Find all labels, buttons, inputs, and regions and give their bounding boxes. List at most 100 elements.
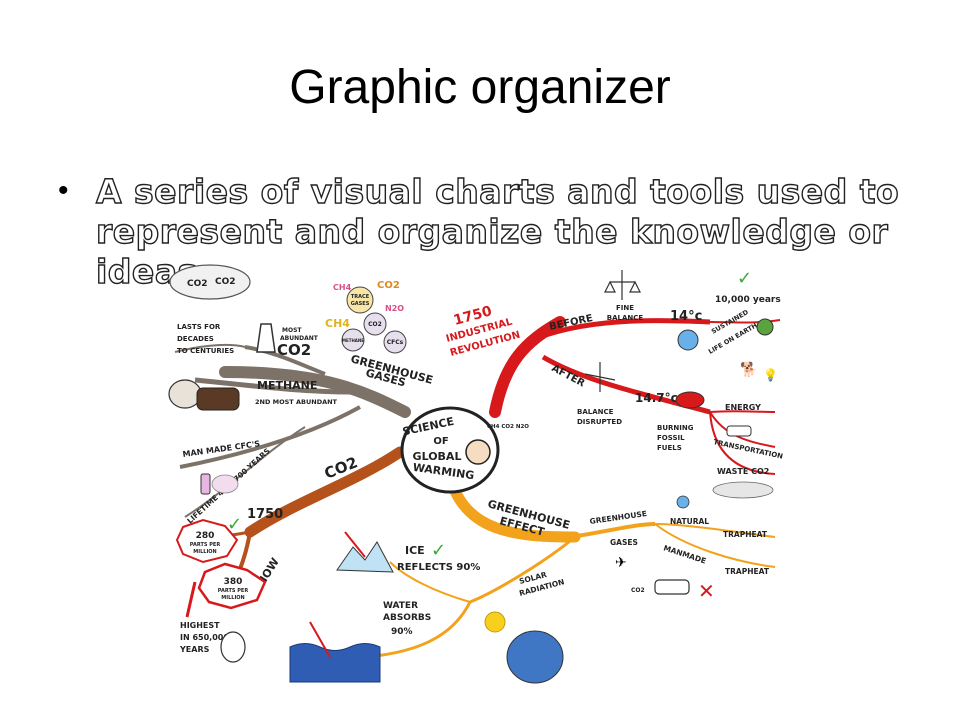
cloud-co2: CO2 <box>187 279 208 289</box>
temp-after: 14.7°c <box>635 391 678 405</box>
branch-gh-gases <box>569 522 656 539</box>
flower-icon <box>676 495 690 509</box>
lasts-line-3: TO CENTURIES <box>177 347 234 355</box>
branch-methane <box>194 377 351 395</box>
lasts-line-1: LASTS FOR <box>177 323 221 331</box>
sun-icon <box>484 611 506 633</box>
check-280-icon: ✓ <box>227 514 242 534</box>
car-icon <box>726 425 752 437</box>
branch-greenhouse-gases <box>219 366 411 418</box>
trapheat-1: TRAPHEAT <box>723 530 768 539</box>
co2-gas-label: CO2 <box>277 341 311 359</box>
water-3: 90% <box>391 627 413 637</box>
co2-bubble <box>363 312 387 336</box>
branch-water <box>364 601 472 659</box>
float-ch4-2: CH4 <box>325 317 350 330</box>
bubble-co2: CO2 <box>368 321 382 328</box>
factory-stack-icon <box>256 323 276 353</box>
scale-tipped-icon <box>584 362 616 392</box>
cfcs-bubble <box>383 330 407 354</box>
branch-transport <box>709 411 776 448</box>
bulb-icon: 💡 <box>763 368 778 382</box>
ppm-380-line-3: MILLION <box>221 595 245 601</box>
branch-ice <box>389 561 471 603</box>
lasts-line-2: DECADES <box>177 335 214 343</box>
fine-balance-2: BALANCE <box>607 314 644 322</box>
branch-co2-gas <box>244 345 326 376</box>
waste-smoke-icon <box>712 481 774 499</box>
water-2: ABSORBS <box>383 613 431 623</box>
ppm-380-line-2: PARTS PER <box>218 588 249 594</box>
bullet-text: A series of visual charts and tools used… <box>95 171 900 291</box>
float-ch4: CH4 <box>333 283 352 292</box>
iceberg-icon <box>336 541 394 573</box>
rising-arrow-icon <box>185 581 197 618</box>
ice-2: REFLECTS 90% <box>397 562 480 573</box>
balance-disrupted-1: BALANCE <box>577 408 614 416</box>
sheep-icon <box>168 379 202 409</box>
earth-globe-icon <box>506 630 564 684</box>
highest-line-2: IN 650,000 <box>180 633 229 642</box>
trapheat-2: TRAPHEAT <box>725 567 770 576</box>
branch-waste <box>709 411 776 475</box>
balance-disrupted-2: DISRUPTED <box>577 418 622 426</box>
earth-icon <box>677 329 699 351</box>
worried-face-icon <box>220 631 246 663</box>
check-before-icon: ✓ <box>737 268 752 288</box>
manmade-label: MANMADE <box>662 543 707 565</box>
car-co2: CO2 <box>631 587 645 594</box>
bubble-cfcs: CFCs <box>387 339 404 346</box>
branch-natural <box>654 523 776 538</box>
tree-icon <box>756 318 774 336</box>
branch-manmade <box>654 523 776 568</box>
branch-energy <box>709 410 776 413</box>
branch-effect <box>444 471 581 543</box>
scale-balanced-icon <box>604 270 641 300</box>
spray-can-icon <box>200 473 211 495</box>
ocean-icon <box>289 643 381 683</box>
scientist-icon <box>465 439 491 465</box>
absorb-arrow-icon <box>309 621 331 658</box>
ppm-280-line-2: PARTS PER <box>190 542 221 548</box>
bullet-dot: • <box>58 174 69 207</box>
years-label: 10,000 years <box>715 295 781 305</box>
methane-rank: 2ND MOST ABUNDANT <box>255 398 338 406</box>
smoke-cloud-icon <box>169 264 251 300</box>
trace-gases-bubble <box>346 286 374 314</box>
reflect-arrow-icon <box>344 531 366 558</box>
ppm-280-value: 280 <box>196 531 215 541</box>
burning-1: BURNING <box>657 424 694 432</box>
spray-mist-icon <box>211 474 239 494</box>
methane-label: METHANE <box>257 379 317 392</box>
branch-solar <box>469 535 576 604</box>
plane-icon: ✈ <box>615 554 627 570</box>
ppm-280-line-3: MILLION <box>193 549 217 555</box>
cow-icon <box>196 387 240 411</box>
trace-gases-1: TRACE <box>351 294 370 300</box>
fire-car-icon <box>675 391 705 409</box>
cloud-co2-2: CO2 <box>215 277 236 287</box>
center-small-labels: CH4 CO2 N2O <box>487 424 529 430</box>
slide-title: Graphic organizer <box>289 61 671 114</box>
branch-before <box>539 318 711 340</box>
red-x-icon: ✕ <box>698 581 715 603</box>
gh-gases-effect-2: GASES <box>610 538 638 547</box>
center-line-3: GLOBAL <box>413 450 462 463</box>
ppm-280-badge <box>175 518 239 564</box>
highest-line-1: HIGHEST <box>180 621 220 630</box>
float-n2o: N2O <box>385 304 404 313</box>
center-line-2: OF <box>433 436 448 447</box>
energy-label: ENERGY <box>725 403 761 412</box>
branch-lasts <box>174 343 246 353</box>
car-emission-icon <box>654 579 690 595</box>
burning-3: FUELS <box>657 444 682 452</box>
trace-gases-2: GASES <box>351 301 370 307</box>
branch-revolution <box>489 316 566 418</box>
year-1750: 1750 <box>247 507 283 522</box>
ice-1: ICE <box>405 544 425 557</box>
float-co2: CO2 <box>377 280 400 291</box>
fine-balance-1: FINE <box>616 304 634 312</box>
center-node <box>400 406 500 494</box>
dog-icon: 🐕 <box>740 361 757 378</box>
methane-bubble <box>341 328 365 352</box>
